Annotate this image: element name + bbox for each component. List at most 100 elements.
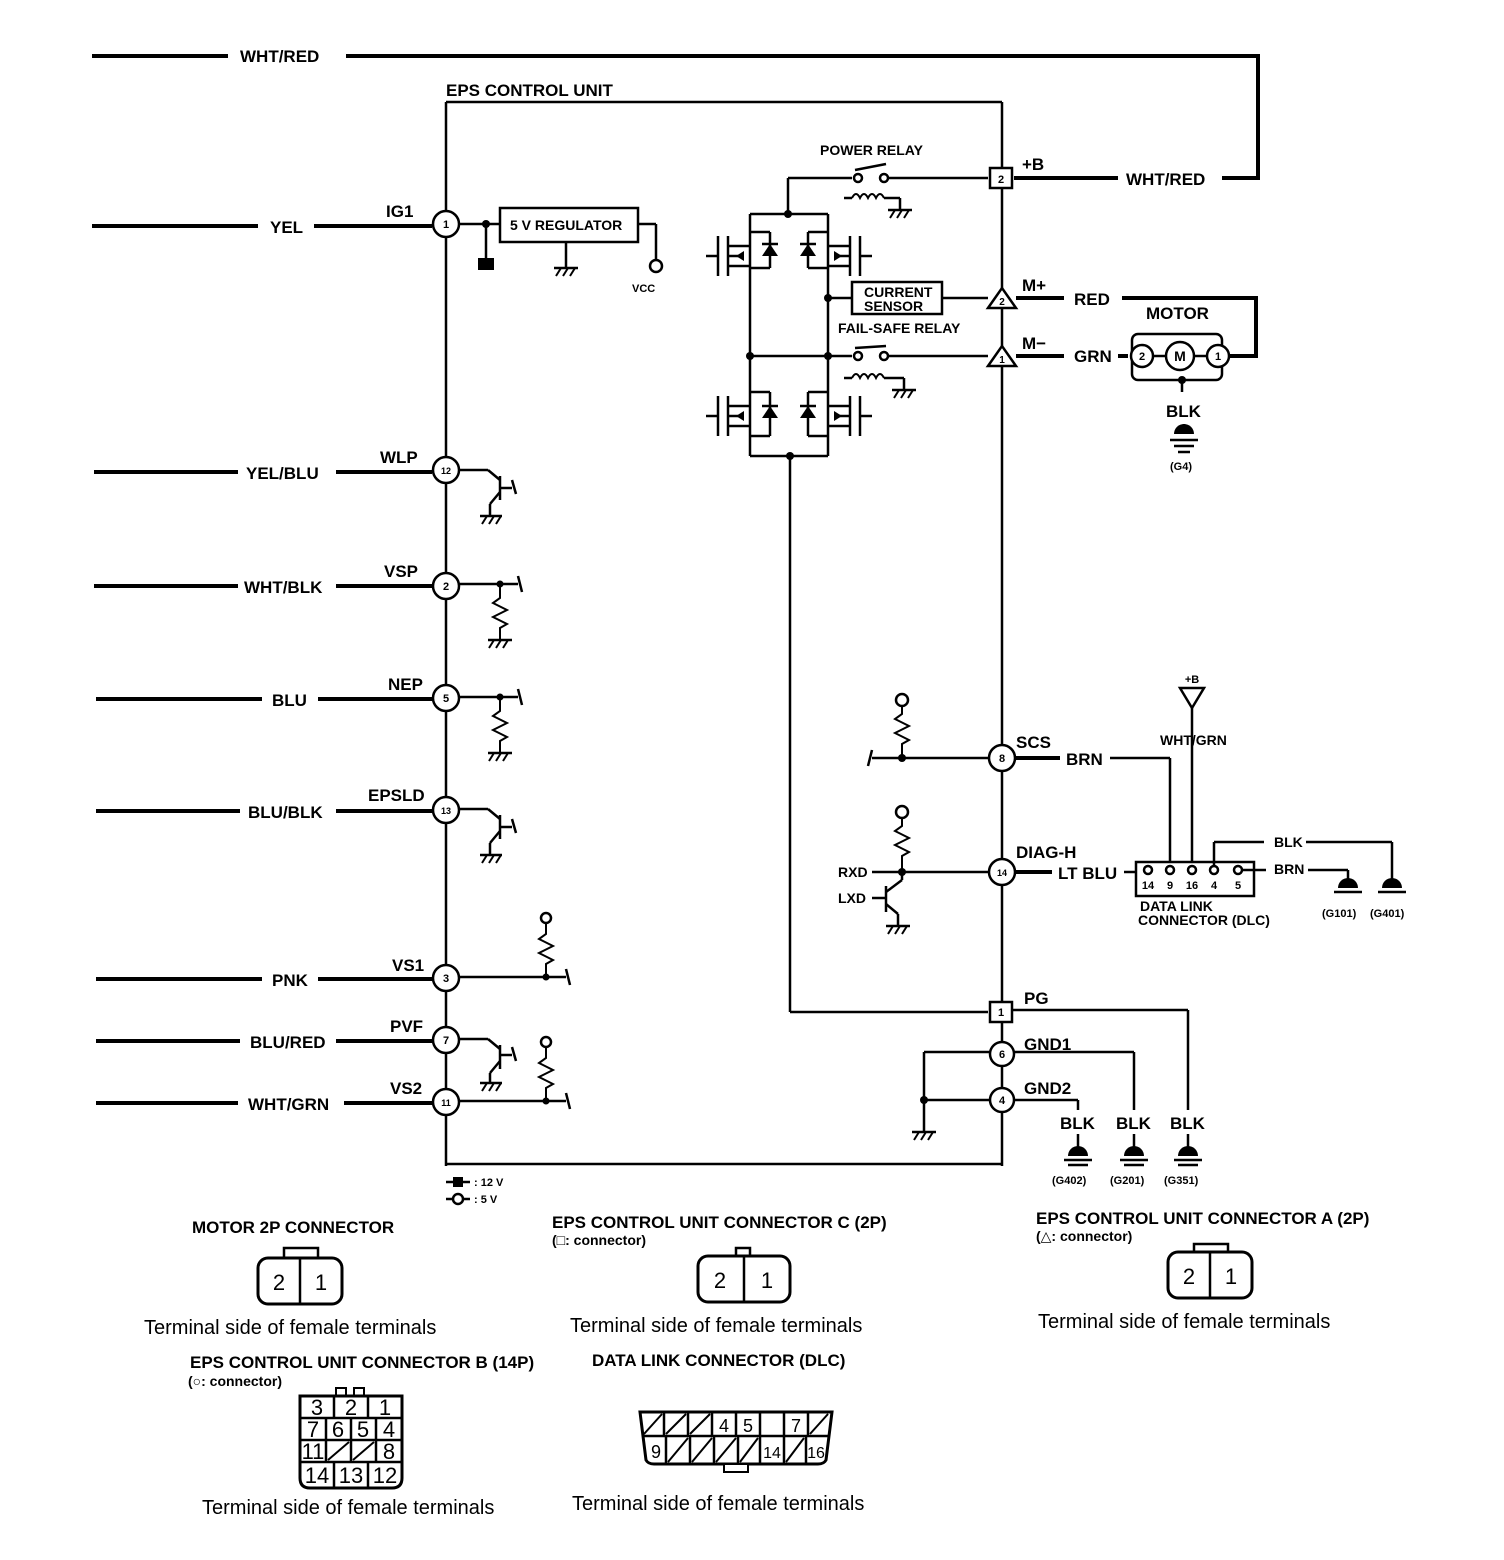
- wire-label-yel-blu: YEL/BLU: [246, 464, 319, 483]
- diag-pin-marker: [987, 857, 1017, 887]
- wire-label-yel: YEL: [270, 218, 303, 237]
- motor-connector-caption: Terminal side of female terminals: [144, 1317, 436, 1339]
- transistor-wlp: [460, 468, 518, 525]
- conn-c-pin-2-marker: [988, 166, 1014, 190]
- diag-wire-label: LT BLU: [1058, 864, 1117, 883]
- wire-label-wht-blk: WHT/BLK: [244, 578, 323, 597]
- rxd-label: RXD: [838, 864, 868, 880]
- pin-vsp: 2: [443, 581, 449, 593]
- failsafe-relay-label: FAIL-SAFE RELAY: [838, 320, 961, 336]
- conn-c-pin-2: 2: [714, 1268, 726, 1293]
- conn-b-title: EPS CONTROL UNIT CONNECTOR B (14P): [190, 1353, 534, 1372]
- conn-b-pin-13: 13: [339, 1463, 363, 1488]
- dlc-face-pin-16: 16: [807, 1445, 825, 1462]
- regulator-label: 5 V REGULATOR: [510, 217, 622, 233]
- motor-connector-face: [256, 1246, 344, 1306]
- wht-red-top-wire: [92, 54, 1260, 180]
- scs-circuit: [866, 692, 988, 767]
- conn-b-pin-2: 2: [345, 1395, 357, 1420]
- ground-wire-g402: BLK: [1060, 1114, 1096, 1133]
- internal-ground: [912, 1050, 990, 1141]
- gnd2-pin-num: 4: [999, 1095, 1006, 1107]
- dlc-plus-b: +B: [1185, 674, 1199, 686]
- dlc-ground-2: (G401): [1370, 908, 1405, 920]
- signal-label-vs1: VS1: [392, 956, 424, 975]
- resistor-nep: [460, 688, 524, 762]
- ground-id-g402: (G402): [1052, 1175, 1087, 1187]
- pin-vs1: 3: [443, 973, 449, 985]
- conn-b-pin-6: 6: [332, 1417, 344, 1442]
- dlc-pin-14: 14: [1142, 880, 1155, 892]
- m-plus-wire-label: RED: [1074, 290, 1110, 309]
- dlc-title-1: DATA LINK: [1140, 898, 1213, 914]
- conn-a-pin-1-marker: [985, 343, 1019, 368]
- conn-a-pin-1-num: 1: [999, 355, 1005, 366]
- wire-label-blu-red: BLU/RED: [250, 1033, 326, 1052]
- current-sensor-label-2: SENSOR: [864, 298, 923, 314]
- wire-label-wht-red-top: WHT/RED: [240, 47, 319, 66]
- diag-circuit: [872, 804, 988, 935]
- dlc-pin-16: 16: [1186, 880, 1198, 892]
- conn-b-pin-1: 1: [379, 1395, 391, 1420]
- ground-wire-g351: BLK: [1170, 1114, 1206, 1133]
- motor-ground-id: (G4): [1170, 461, 1192, 473]
- conn-c-subtitle: (□: connector): [552, 1232, 646, 1248]
- conn-a-pin-1: 1: [1225, 1264, 1237, 1289]
- chassis-grounds: [1064, 1134, 1202, 1167]
- resistor-vs2: [460, 1035, 572, 1110]
- dlc-blk-wire: BLK: [1274, 834, 1303, 850]
- wire-label-pnk: PNK: [272, 971, 309, 990]
- vcc-label: VCC: [632, 283, 655, 295]
- conn-b-pin-4: 4: [383, 1417, 395, 1442]
- wire-label-blu-blk: BLU/BLK: [248, 803, 323, 822]
- dlc-pin-5: 5: [1235, 880, 1241, 892]
- conn-b-pin-5: 5: [357, 1417, 369, 1442]
- current-sensor-box: [850, 280, 944, 316]
- conn-a-subtitle: (△: connector): [1036, 1228, 1132, 1244]
- resistor-vs1: [460, 911, 572, 986]
- pin-ig1: 1: [443, 219, 449, 231]
- dlc-face-pin-4: 4: [719, 1416, 729, 1436]
- m-minus-label: M−: [1022, 334, 1046, 353]
- conn-c-title: EPS CONTROL UNIT CONNECTOR C (2P): [552, 1213, 887, 1232]
- dlc-face-pin-7: 7: [791, 1416, 801, 1436]
- wire-label-wht-grn: WHT/GRN: [248, 1095, 329, 1114]
- diag-pin-num: 14: [997, 868, 1007, 878]
- transistor-epsld: [460, 807, 518, 864]
- failsafe-relay: [844, 344, 988, 399]
- legend-12v: : 12 V: [474, 1177, 504, 1189]
- motor-pin-1: 1: [1215, 351, 1221, 363]
- input-wires: [92, 224, 432, 1105]
- power-relay-label: POWER RELAY: [820, 142, 924, 158]
- transistor-pvf: [460, 1037, 518, 1092]
- dlc-brn-wire: BRN: [1274, 861, 1304, 877]
- conn-b-face: [298, 1387, 404, 1490]
- conn-b-pin-11: 11: [302, 1439, 325, 1464]
- conn-a-pin-2-marker: [985, 285, 1019, 310]
- motor-title: MOTOR: [1146, 304, 1209, 323]
- signal-label-epsld: EPSLD: [368, 786, 425, 805]
- pin-pvf: 7: [443, 1035, 449, 1047]
- dlc-face-pin-9: 9: [651, 1442, 661, 1462]
- conn-b-pin-7: 7: [307, 1417, 319, 1442]
- ground-id-g351: (G351): [1164, 1175, 1199, 1187]
- dlc-pin-4: 4: [1211, 880, 1218, 892]
- legend-5v: : 5 V: [474, 1194, 498, 1206]
- lxd-label: LXD: [838, 890, 866, 906]
- legend: [446, 1177, 470, 1206]
- conn-a-caption: Terminal side of female terminals: [1038, 1311, 1330, 1333]
- dlc-connector-face: [638, 1410, 834, 1473]
- m-plus-label: M+: [1022, 276, 1046, 295]
- signal-label-ig1: IG1: [386, 202, 413, 221]
- dlc-circuit: [1134, 686, 1406, 898]
- conn-b-pin-14: 14: [305, 1463, 329, 1488]
- diag-label: DIAG-H: [1016, 843, 1076, 862]
- conn-b-pin-3: 3: [311, 1395, 323, 1420]
- dlc-title-2: CONNECTOR (DLC): [1138, 912, 1270, 928]
- dlc-connector-caption: Terminal side of female terminals: [572, 1493, 864, 1515]
- plus-b-wire-label: WHT/RED: [1126, 170, 1205, 189]
- scs-pin-marker: [987, 743, 1017, 773]
- conn-a-pin-2: 2: [1183, 1264, 1195, 1289]
- scs-wire-label: BRN: [1066, 750, 1103, 769]
- conn-a-title: EPS CONTROL UNIT CONNECTOR A (2P): [1036, 1209, 1369, 1228]
